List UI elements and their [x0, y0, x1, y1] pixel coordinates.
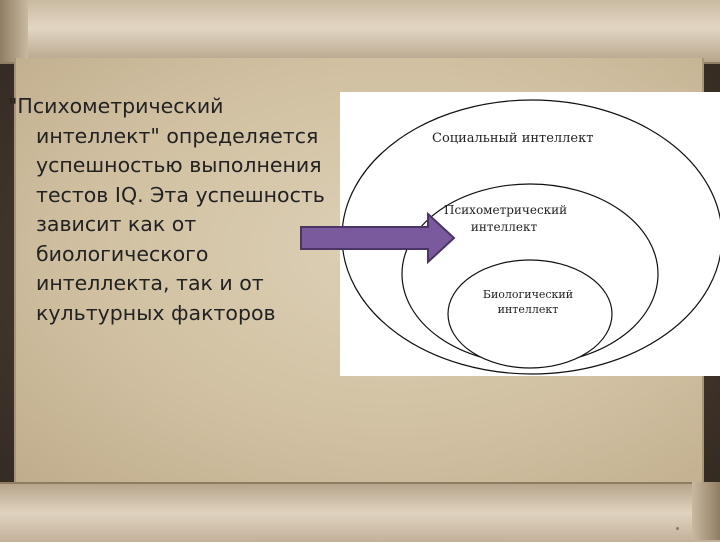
- body-text-line: тестов IQ. Эта успешность: [36, 182, 325, 207]
- scroll-top-edge: [0, 0, 720, 64]
- biological-label-line: интеллект: [497, 303, 559, 316]
- biological-intelligence-label: Биологический интеллект: [478, 287, 578, 317]
- nested-circles-diagram: [340, 92, 720, 376]
- scroll-bottom-edge: [0, 482, 720, 542]
- scroll-curl-bottom-right: [692, 482, 720, 540]
- scroll-curl-top-left: [0, 0, 28, 62]
- body-text-line: культурных факторов: [36, 300, 276, 325]
- decorative-dot: [676, 527, 679, 530]
- biological-label-line: Биологический: [482, 288, 574, 301]
- body-text-line: успешностью выполнения: [36, 153, 322, 177]
- body-text-line: "Психометрический: [8, 94, 224, 118]
- biological-intelligence-circle: [447, 259, 613, 369]
- body-text-line: биологического: [36, 241, 209, 266]
- arrow-right-icon: [300, 211, 456, 265]
- psychometric-intelligence-label: Психометрический интеллект: [444, 202, 568, 236]
- social-intelligence-label: Социальный интеллект: [432, 131, 594, 146]
- body-text-line: зависит как от: [36, 212, 197, 236]
- psychometric-label-line: Психометрический: [444, 203, 568, 217]
- body-text-line: интеллекта, так и от: [36, 271, 264, 295]
- diagram-svg: [341, 99, 720, 375]
- body-text: "Психометрический интеллект" определяетс…: [8, 92, 368, 328]
- body-text-line: интеллект" определяется: [36, 123, 319, 148]
- psychometric-label-line: интеллект: [470, 220, 538, 234]
